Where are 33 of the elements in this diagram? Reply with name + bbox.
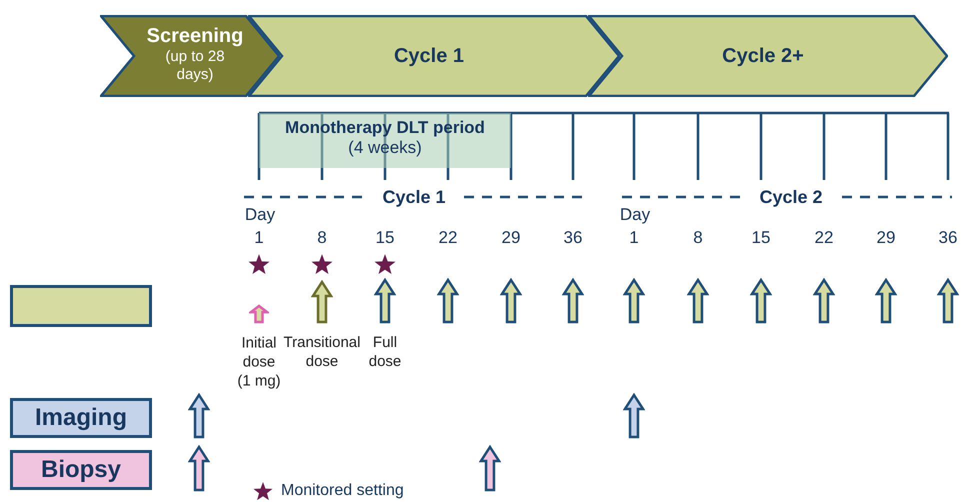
chevron-shape xyxy=(248,15,620,97)
day-label: Day xyxy=(620,205,650,225)
day-number: 22 xyxy=(814,228,834,248)
day-number: 1 xyxy=(629,228,639,248)
day-number: 15 xyxy=(752,228,770,248)
day-number: 29 xyxy=(876,228,896,248)
stage-note: (up to 28 days) xyxy=(164,48,226,83)
legend-text: Monitored setting xyxy=(281,481,404,501)
day-number: 8 xyxy=(693,228,703,248)
day-label: Day xyxy=(244,205,276,225)
day-number: 15 xyxy=(376,228,394,248)
stage-title: Cycle 2+ xyxy=(722,44,804,68)
dose-label: Transitional dose xyxy=(282,333,362,371)
day-number: 22 xyxy=(438,228,458,248)
day-number: 36 xyxy=(564,228,582,248)
dose-label: Initial dose (1 mg) xyxy=(236,334,282,390)
stage-title: Monotherapy DLT period xyxy=(285,118,485,138)
day-number: 8 xyxy=(317,228,327,248)
row-box xyxy=(10,398,152,438)
stage-title: Imaging xyxy=(34,404,127,432)
stage-title: Screening xyxy=(146,25,244,48)
stage-note: (4 weeks) xyxy=(348,138,422,158)
stage-title: Biopsy xyxy=(40,456,121,484)
period-band xyxy=(259,113,511,168)
day-number: 29 xyxy=(502,228,520,248)
dose-label: Full dose xyxy=(368,333,402,371)
day-number: 36 xyxy=(938,228,958,248)
row-box xyxy=(10,285,152,327)
row-box xyxy=(10,450,152,490)
day-number: 1 xyxy=(254,228,264,248)
stage-title: Cycle 1 xyxy=(394,44,464,68)
chevron-shape xyxy=(100,15,280,97)
chevron-shape xyxy=(588,15,948,97)
